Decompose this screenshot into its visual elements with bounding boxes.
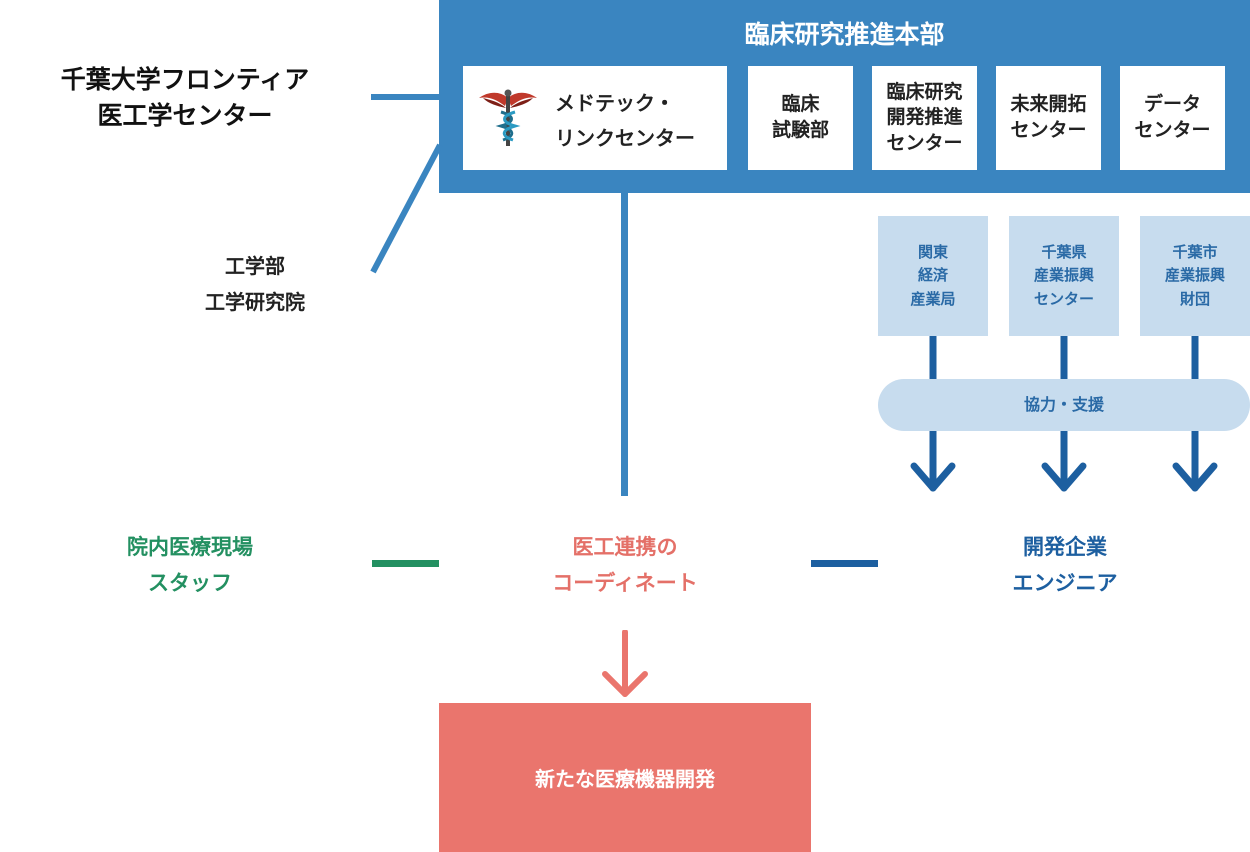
unit-future-line1: 未来開拓	[1010, 93, 1087, 116]
support-kanto-line2: 経済	[917, 266, 948, 285]
unit-medtech-link-center: メドテック・ リンクセンター	[463, 66, 727, 170]
company-engineers-label: 開発企業 エンジニア	[950, 530, 1180, 601]
unit-crd-line3: センター	[886, 131, 963, 154]
unit-future-line2: センター	[1010, 119, 1087, 141]
engineering-line2: 工学研究院	[205, 290, 305, 314]
coordinate-line1: 医工連携の	[572, 535, 678, 559]
hospital-staff-label: 院内医療現場 スタッフ	[80, 530, 300, 601]
unit-clinical-trials-line2: 試験部	[771, 119, 829, 141]
support-chiba-prefecture: 千葉県 産業振興 センター	[1009, 216, 1119, 336]
support-city-line2: 産業振興	[1164, 266, 1225, 285]
unit-crd-line1: 臨床研究	[886, 80, 963, 103]
coordinate-line2: コーディネート	[552, 570, 698, 595]
unit-clinical-research-dev: 臨床研究 開発推進 センター	[872, 66, 977, 170]
engineering-label: 工学部 工学研究院	[170, 248, 340, 320]
engineering-connector	[370, 143, 443, 274]
company-connector	[811, 560, 878, 567]
frontier-connector	[371, 94, 439, 100]
support-kanto-line1: 関東	[917, 243, 948, 262]
unit-data-line2: センター	[1134, 119, 1211, 141]
unit-clinical-trials-line1: 臨床	[781, 93, 820, 116]
support-kanto-line3: 産業局	[910, 289, 956, 308]
cooperation-bar: 協力・支援	[878, 379, 1250, 431]
hq-title: 臨床研究推進本部	[744, 20, 945, 49]
companies-line1: 開発企業	[1023, 535, 1107, 559]
unit-crd-line2: 開発推進	[886, 106, 963, 129]
new-medical-device-box: 新たな医療機器開発	[439, 703, 811, 852]
staff-line1: 院内医療現場	[127, 535, 253, 559]
unit-future-development: 未来開拓 センター	[996, 66, 1101, 170]
unit-data-center: データ センター	[1120, 66, 1225, 170]
engineering-line1: 工学部	[225, 254, 285, 278]
support-city-line3: 財団	[1179, 289, 1210, 308]
hq-vertical-connector	[621, 193, 628, 496]
unit-data-line1: データ	[1143, 93, 1201, 116]
frontier-center-label: 千葉大学フロンティア 医工学センター	[25, 62, 345, 135]
companies-line2: エンジニア	[1012, 570, 1118, 595]
unit-medtech-line1: メドテック・	[555, 91, 675, 115]
staff-connector	[372, 560, 439, 567]
result-arrow	[602, 630, 648, 697]
caduceus-icon	[479, 89, 537, 146]
unit-medtech-line2: リンクセンター	[555, 126, 695, 150]
support-city-line1: 千葉市	[1172, 243, 1218, 262]
staff-line2: スタッフ	[148, 570, 232, 595]
frontier-line1: 千葉大学フロンティア	[60, 65, 310, 94]
unit-clinical-trials: 臨床 試験部	[748, 66, 853, 170]
support-pref-line3: センター	[1033, 289, 1094, 308]
support-pref-line2: 産業振興	[1033, 266, 1094, 285]
support-chiba-city: 千葉市 産業振興 財団	[1140, 216, 1250, 336]
frontier-line2: 医工学センター	[97, 101, 273, 131]
coordination-label: 医工連携の コーディネート	[500, 530, 750, 601]
support-pref-line1: 千葉県	[1041, 243, 1087, 262]
support-kanto-bureau: 関東 経済 産業局	[878, 216, 988, 336]
